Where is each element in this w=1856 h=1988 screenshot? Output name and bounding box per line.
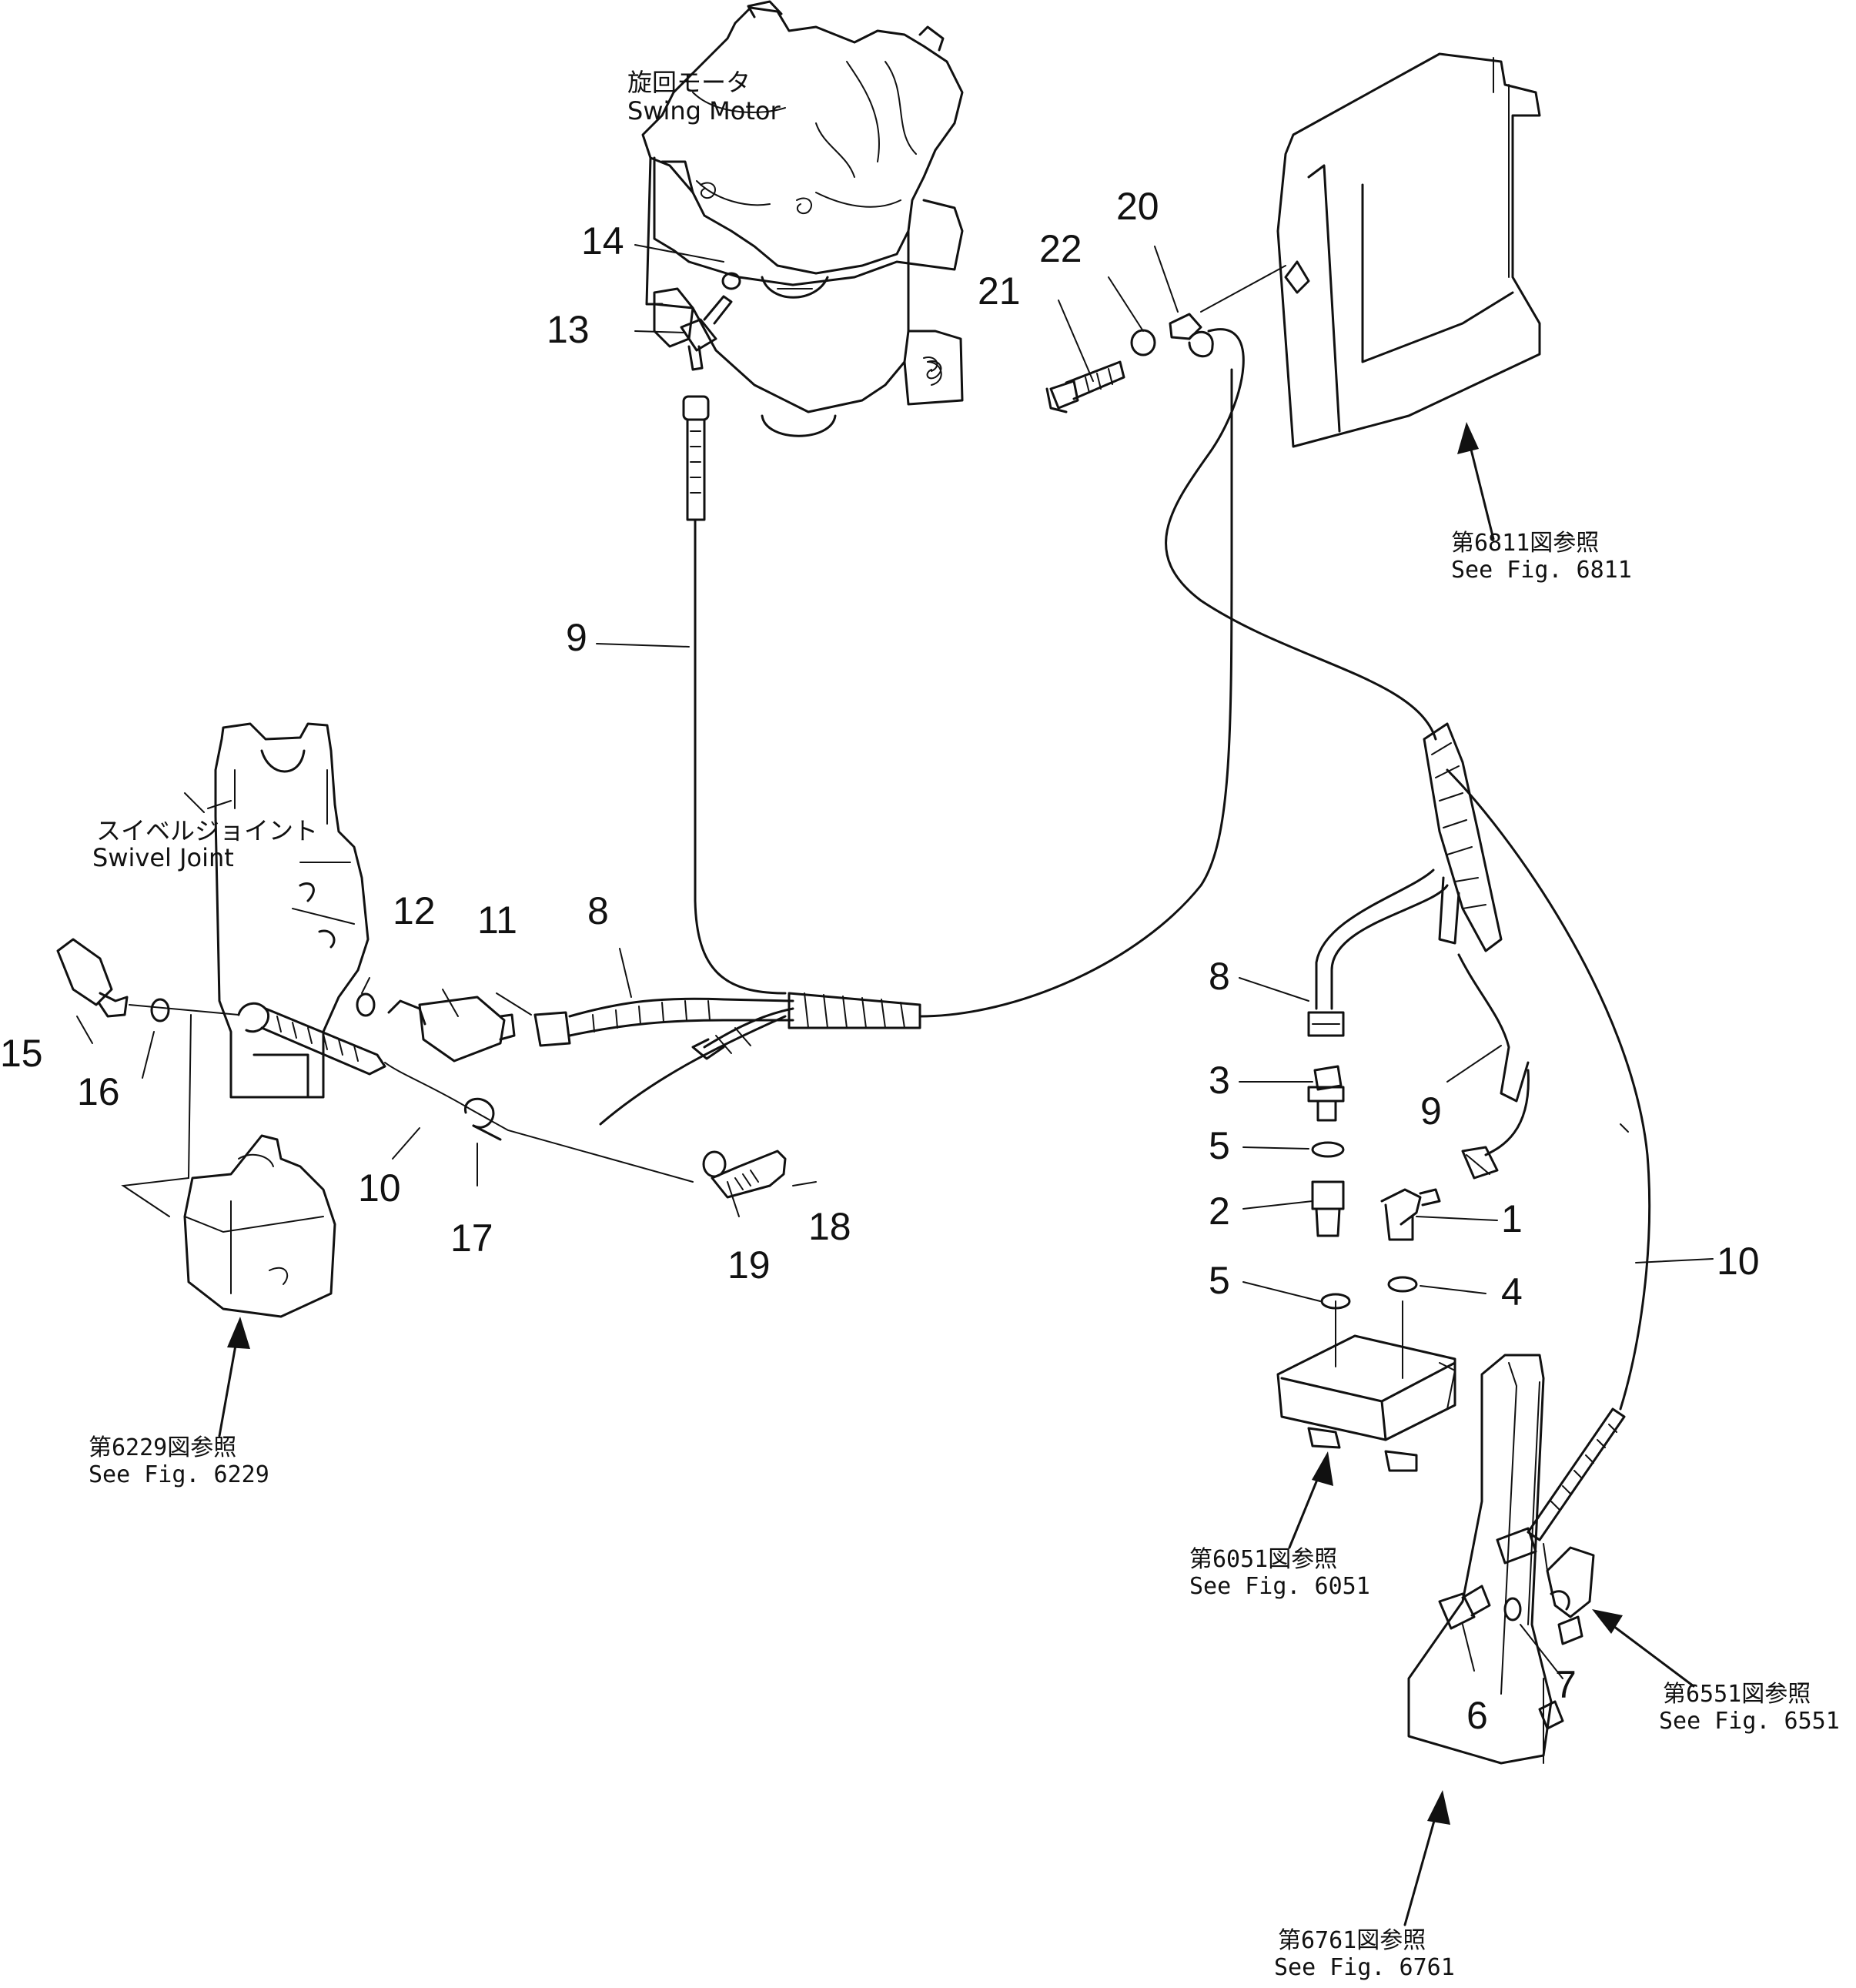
part-label-3: 3 [1209, 1059, 1230, 1102]
swing-motor-jp-label: 旋回モータ [627, 68, 751, 97]
swivel-joint-drawing [184, 722, 370, 1099]
swivel-joint-jp-label: スイベルジョイント [96, 816, 318, 845]
part-label-2: 2 [1209, 1190, 1230, 1233]
part-20-clamp [1169, 265, 1286, 358]
part-number-labels: 14 13 9 20 22 21 12 11 8 15 16 10 17 19 … [0, 185, 1760, 1737]
ref-6761-en: See Fig. 6761 [1274, 1954, 1455, 1981]
part-5-oring-upper [1311, 1141, 1345, 1158]
part-label-8-left: 8 [587, 889, 609, 932]
figure-references: 第6811図参照 See Fig. 6811 第6229図参照 See Fig.… [89, 530, 1840, 1981]
part-label-22: 22 [1039, 227, 1082, 270]
part-label-18: 18 [808, 1205, 851, 1248]
part-label-15: 15 [0, 1032, 43, 1075]
ref-6229-jp: 第6229図参照 [89, 1434, 236, 1461]
bracket-6811-drawing [1276, 52, 1541, 448]
part-label-8-right: 8 [1209, 955, 1230, 998]
part-12-oring [356, 992, 376, 1017]
ref-6761-jp: 第6761図参照 [1278, 1927, 1426, 1954]
part-21-bolt [1045, 360, 1125, 413]
part-label-1: 1 [1501, 1197, 1523, 1240]
part-19-washer [702, 1150, 727, 1178]
part-22-washer [1130, 329, 1156, 356]
part-label-5-lower: 5 [1209, 1259, 1230, 1302]
ref-6051-en: See Fig. 6051 [1189, 1573, 1370, 1600]
part-2-adapter [1311, 1180, 1345, 1237]
part-10-pipe-right [1496, 1407, 1626, 1565]
part-7-oring [1503, 1597, 1522, 1622]
part-label-16: 16 [77, 1070, 120, 1113]
part-label-19: 19 [727, 1243, 771, 1287]
ref-6551-en: See Fig. 6551 [1659, 1708, 1840, 1735]
part-11-elbow [387, 996, 516, 1063]
part-14-oring [721, 272, 741, 290]
part-label-5-upper: 5 [1209, 1124, 1230, 1167]
part-label-7: 7 [1555, 1663, 1577, 1706]
part-10-pipe-left [121, 1002, 694, 1217]
part-label-10-right: 10 [1717, 1240, 1760, 1283]
component-labels: 旋回モータ Swing Motor スイベルジョイント Swivel Joint [92, 68, 781, 872]
part-10-hose-right [1165, 328, 1651, 1411]
part-13-elbow [680, 295, 733, 371]
part-label-20: 20 [1116, 185, 1159, 228]
part-label-4: 4 [1501, 1270, 1523, 1314]
ref-6051-jp: 第6051図参照 [1189, 1546, 1337, 1573]
part-18-bolt [711, 1150, 787, 1199]
part-label-6: 6 [1466, 1694, 1488, 1737]
leader-lines [76, 244, 1714, 1679]
part-8-hose-right-end [1307, 1011, 1345, 1037]
part-16-oring [150, 998, 170, 1022]
part-15-sensor [56, 938, 239, 1018]
part-6-sensor [1438, 1585, 1491, 1630]
swing-motor-drawing [641, 0, 964, 406]
ref-6551-jp: 第6551図参照 [1663, 1681, 1811, 1708]
spiral-wrap-left [599, 368, 1233, 1126]
ref-6811-en: See Fig. 6811 [1451, 557, 1632, 584]
swing-motor-en-label: Swing Motor [627, 96, 781, 126]
part-9-hose-right-end [1461, 1069, 1530, 1180]
part-label-9-upper: 9 [566, 616, 587, 659]
valve-6229-drawing [183, 1134, 336, 1318]
part-label-17: 17 [450, 1217, 493, 1260]
part-9-hose-upper [682, 395, 787, 995]
part-label-14: 14 [581, 219, 624, 263]
swing-motor-lower [645, 156, 910, 437]
part-8-hose-left [533, 997, 794, 1047]
bracket-6761-drawing [1407, 1354, 1564, 1765]
part-3-nipple [1307, 1065, 1345, 1122]
part-17-clamp [464, 1097, 502, 1141]
block-6051-drawing [1276, 1300, 1456, 1472]
ref-6811-jp: 第6811図参照 [1451, 530, 1599, 557]
part-label-21: 21 [978, 269, 1021, 313]
part-label-13: 13 [547, 308, 590, 351]
part-label-10-left: 10 [358, 1166, 401, 1210]
part-label-12: 12 [393, 889, 436, 932]
spiral-wrap-right [1315, 722, 1530, 1103]
part-label-11: 11 [477, 899, 517, 942]
part-4-oring [1387, 1276, 1418, 1293]
part-1-elbow [1380, 1188, 1441, 1241]
reference-arrows [218, 422, 1695, 1926]
valve-6551-drawing [1543, 1543, 1595, 1645]
ref-6229-en: See Fig. 6229 [89, 1461, 269, 1488]
swivel-joint-en-label: Swivel Joint [92, 843, 234, 872]
part-label-9-right: 9 [1420, 1089, 1442, 1133]
